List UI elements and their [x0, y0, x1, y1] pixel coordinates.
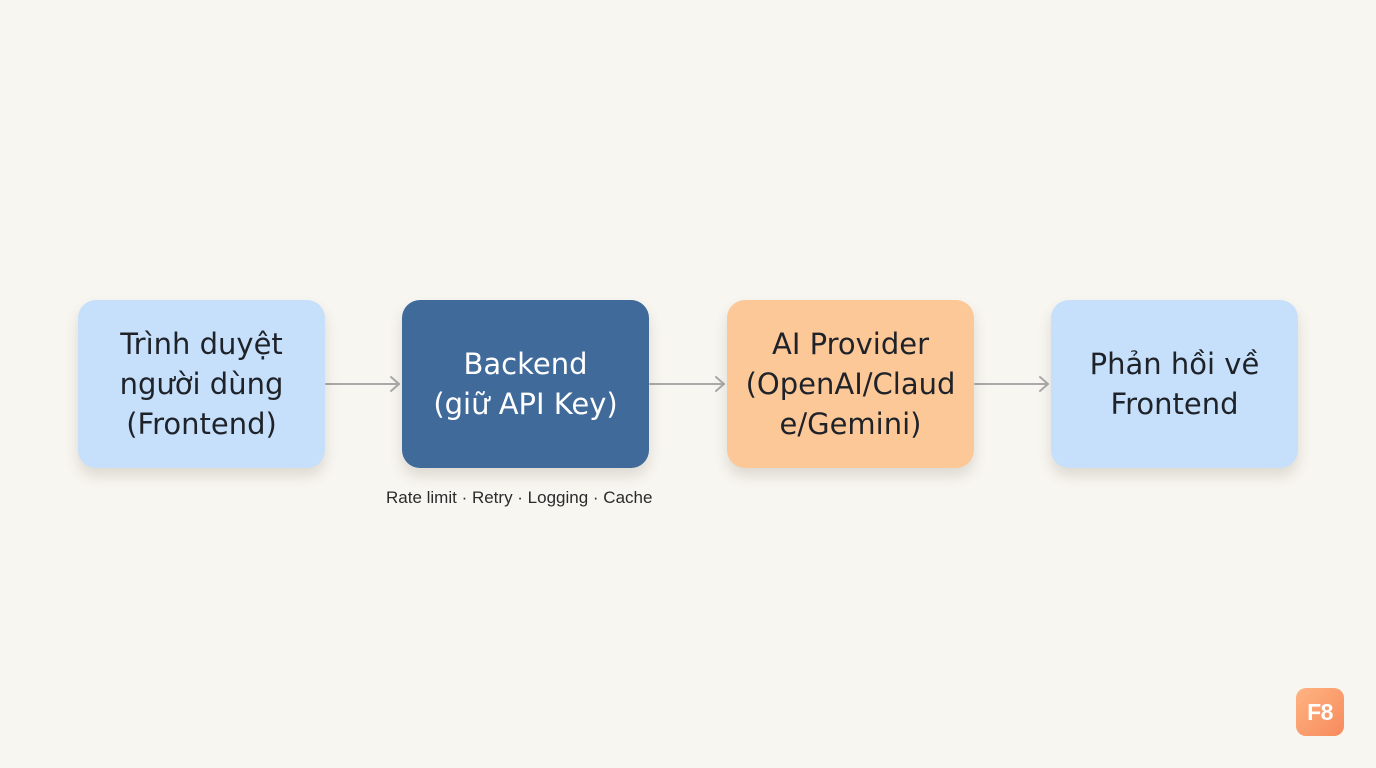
f8-logo: F8: [1296, 688, 1344, 736]
node-frontend-label: Trình duyệt người dùng (Frontend): [119, 327, 284, 441]
node-backend-label: Backend (giữ API Key): [433, 347, 618, 421]
node-frontend: Trình duyệt người dùng (Frontend): [78, 300, 325, 468]
node-ai-provider: AI Provider (OpenAI/Claud e/Gemini): [727, 300, 974, 468]
arrowhead-provider-to-response: [1039, 376, 1049, 392]
node-response: Phản hồi về Frontend: [1051, 300, 1298, 468]
node-ai-provider-label: AI Provider (OpenAI/Claud e/Gemini): [745, 327, 956, 441]
node-response-label: Phản hồi về Frontend: [1089, 347, 1260, 421]
backend-features-note: Rate limit · Retry · Logging · Cache: [386, 488, 653, 507]
node-backend: Backend (giữ API Key): [402, 300, 649, 468]
arrowhead-backend-to-provider: [715, 376, 725, 392]
arrowhead-frontend-to-backend: [390, 376, 400, 392]
